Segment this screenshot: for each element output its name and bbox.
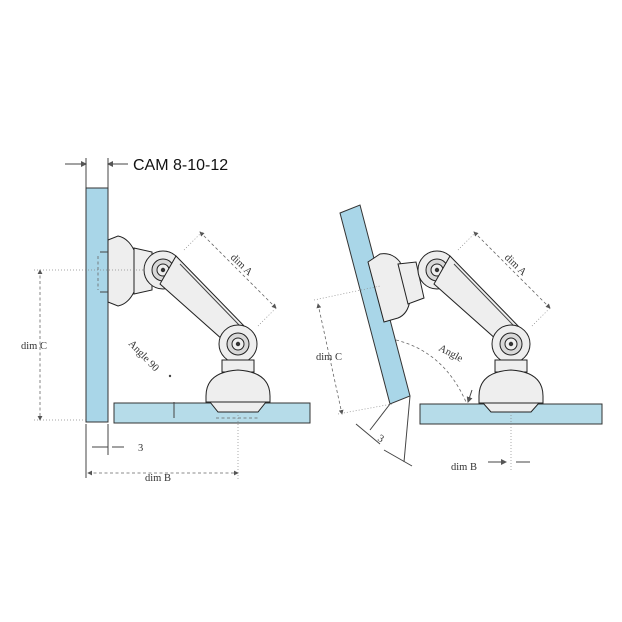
left-thickness-label: 3 xyxy=(138,443,143,454)
right-view: dim A dim C Angle 3 dim B xyxy=(313,204,603,473)
left-base-cup xyxy=(205,369,271,403)
left-dim-b-label: dim B xyxy=(145,473,171,484)
right-lower-knuckle xyxy=(491,324,531,373)
left-angle-label: Angle 90 xyxy=(126,338,161,374)
right-dim-c-label: dim C xyxy=(316,352,342,363)
left-dim-b: dim B xyxy=(87,412,239,484)
right-thickness-label: 3 xyxy=(376,433,386,445)
left-dim-c: dim C xyxy=(21,269,144,421)
right-dim-b: dim B xyxy=(451,412,530,473)
left-horizontal-glass xyxy=(113,402,311,424)
diagram-title: CAM 8-10-12 xyxy=(133,157,228,174)
left-dim-a-label: dim A xyxy=(228,252,255,278)
right-base-cup xyxy=(478,369,544,404)
left-view: dim A dim C Angle 90 3 dim B xyxy=(21,187,311,484)
left-wall-cup xyxy=(107,235,135,307)
right-dim-c: dim C xyxy=(313,285,393,415)
right-thickness-3: 3 xyxy=(355,395,413,467)
right-dim-a-label: dim A xyxy=(502,252,529,278)
right-angle-label: Angle xyxy=(437,343,465,365)
left-lower-knuckle xyxy=(218,324,258,373)
thickness-dimension-top xyxy=(65,158,128,188)
left-thickness-3: 3 xyxy=(85,424,143,478)
left-dim-c-label: dim C xyxy=(21,341,47,352)
right-dim-b-label: dim B xyxy=(451,462,477,473)
left-vertical-glass xyxy=(85,187,109,423)
